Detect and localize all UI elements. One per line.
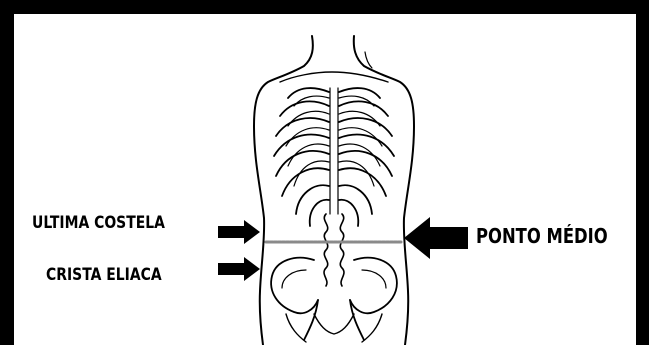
rib-cage [274, 88, 394, 226]
diagram-frame: ULTIMA COSTELA CRISTA ELIACA PONTO MÉDIO [14, 14, 636, 345]
spine [324, 214, 344, 286]
torso-illustration [14, 14, 636, 345]
arrow-right-icon [218, 257, 260, 281]
label-ultima-costela: ULTIMA COSTELA [32, 215, 165, 232]
arrow-left-icon [404, 217, 468, 259]
pelvis [271, 258, 397, 342]
arrow-right-icon [218, 220, 260, 244]
body-outline [254, 36, 414, 345]
label-crista-eliaca: CRISTA ELIACA [46, 267, 162, 284]
label-ponto-medio: PONTO MÉDIO [476, 226, 608, 246]
